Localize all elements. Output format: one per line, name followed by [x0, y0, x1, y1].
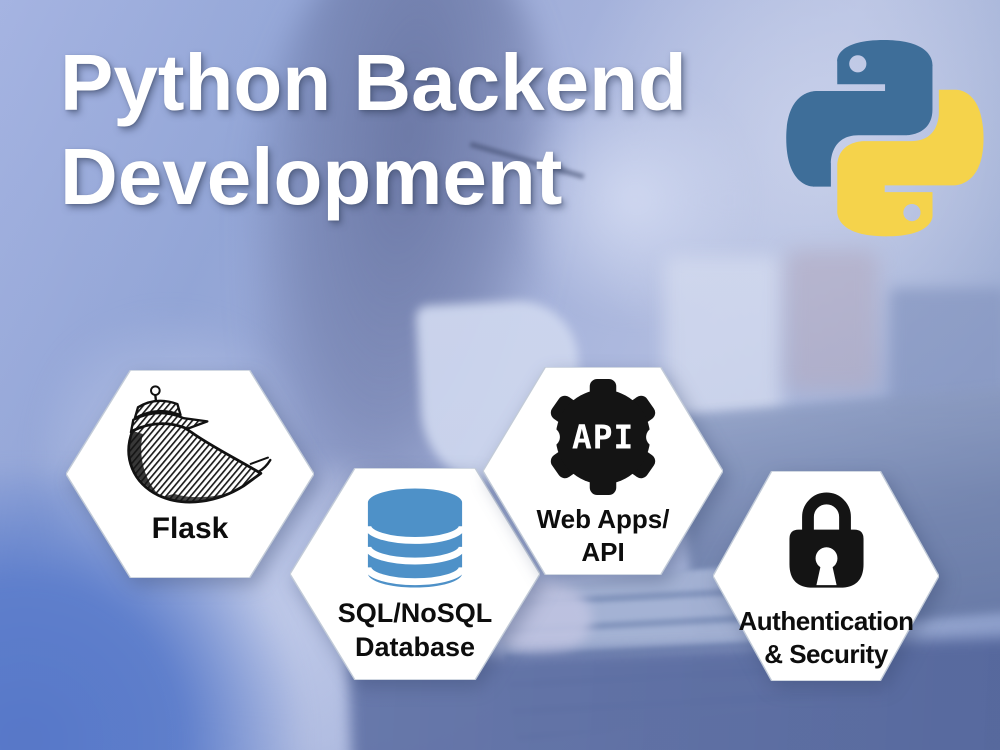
- hexagon-label-line: Web Apps/: [536, 504, 670, 534]
- hexagon-label-line: & Security: [764, 638, 888, 669]
- hexagon-database: SQL/NoSQL Database: [290, 468, 540, 680]
- title-line-1: Python Backend: [60, 38, 687, 127]
- api-gear-icon: API: [545, 379, 661, 495]
- page-title: Python Backend Development: [60, 36, 687, 225]
- hexagon-label-auth: Authentication & Security: [738, 605, 915, 671]
- flask-horn-icon: [127, 385, 272, 504]
- background-lamp: [786, 250, 878, 390]
- hexagon-label-api: Web Apps/ API: [537, 503, 670, 569]
- background-chair: [664, 256, 782, 421]
- hexagon-label-flask: Flask: [151, 512, 229, 545]
- hexagon-label-line: Database: [354, 632, 476, 663]
- title-line-2: Development: [60, 132, 563, 222]
- hexagon-label-line: Authentication: [738, 606, 915, 636]
- api-gear-text: API: [572, 418, 634, 457]
- python-logo-icon: [786, 40, 984, 237]
- hexagon-flask: Flask: [66, 370, 314, 578]
- database-icon: [365, 488, 465, 588]
- hexagon-api: API Web Apps/ API: [483, 367, 723, 575]
- hexagon-label-line: API: [581, 536, 625, 567]
- hexagon-label-database: SQL/NoSQL Database: [338, 596, 493, 664]
- hexagon-label-line: SQL/NoSQL: [337, 598, 493, 628]
- hexagon-auth: Authentication & Security: [713, 471, 939, 681]
- padlock-icon: [788, 492, 864, 588]
